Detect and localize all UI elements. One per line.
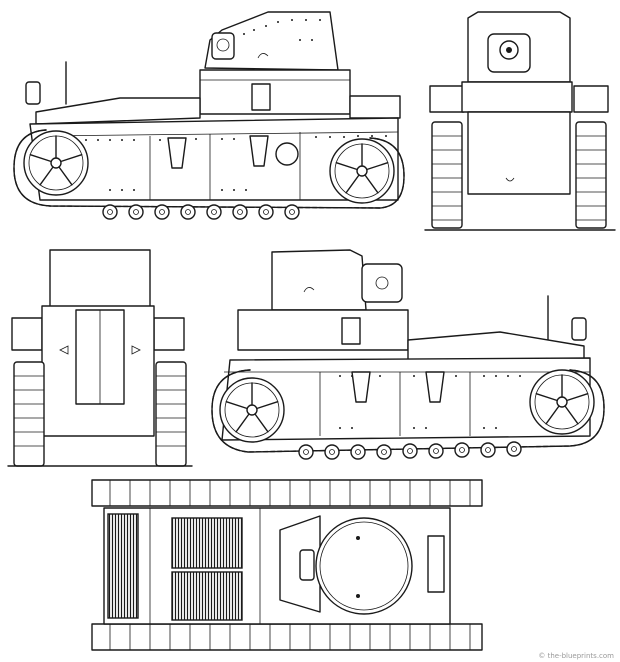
suspension-hub — [275, 142, 299, 166]
drive-sprocket — [23, 130, 89, 196]
track-edge — [13, 129, 405, 209]
suspension-bracket-2 — [249, 135, 269, 167]
vision-hatch — [251, 83, 271, 111]
rear-right-lamp — [153, 317, 185, 351]
rear-left-lamp — [11, 317, 43, 351]
front-left-track — [431, 121, 463, 229]
idler-wheel — [329, 138, 395, 204]
sprocket-left-view — [529, 369, 595, 435]
cupola-left-view — [361, 263, 403, 303]
rear-left-track — [13, 361, 45, 467]
cupola — [211, 32, 235, 60]
suspension-bracket-1 — [167, 137, 187, 169]
front-right-track — [575, 121, 607, 229]
rear-grille — [107, 513, 139, 619]
deck-left-view — [407, 331, 585, 361]
right-headlamp-box — [573, 85, 609, 113]
superstructure-left-view — [237, 309, 409, 351]
lamp-left-view — [571, 317, 587, 341]
side-view-right — [13, 11, 405, 220]
turret-roof — [315, 517, 413, 615]
front-upper-plate — [461, 81, 573, 113]
turret-left-view — [271, 249, 367, 311]
engine-grille-upper — [171, 517, 243, 569]
rear-turret — [49, 249, 151, 309]
side-view-left — [211, 249, 605, 460]
hatch-left-view — [341, 317, 361, 345]
front-glacis — [349, 95, 401, 119]
top-track-upper — [91, 479, 483, 507]
left-headlamp-box — [429, 85, 465, 113]
front-hull — [467, 111, 571, 195]
engine-grille-lower — [171, 571, 243, 621]
engine-deck — [35, 97, 201, 125]
top-front-plate — [427, 535, 445, 593]
rear-view — [7, 249, 193, 467]
rear-right-track — [155, 361, 187, 467]
road-wheels-left-view — [298, 441, 522, 460]
front-view — [424, 11, 616, 231]
headlamp — [25, 81, 41, 105]
credit-watermark: © the-blueprints.com — [538, 652, 614, 660]
top-cupola — [299, 549, 315, 581]
turret-hook — [257, 53, 269, 59]
top-view — [91, 479, 483, 651]
top-track-lower — [91, 623, 483, 651]
idler-left-view — [219, 377, 285, 443]
superstructure — [199, 69, 351, 115]
